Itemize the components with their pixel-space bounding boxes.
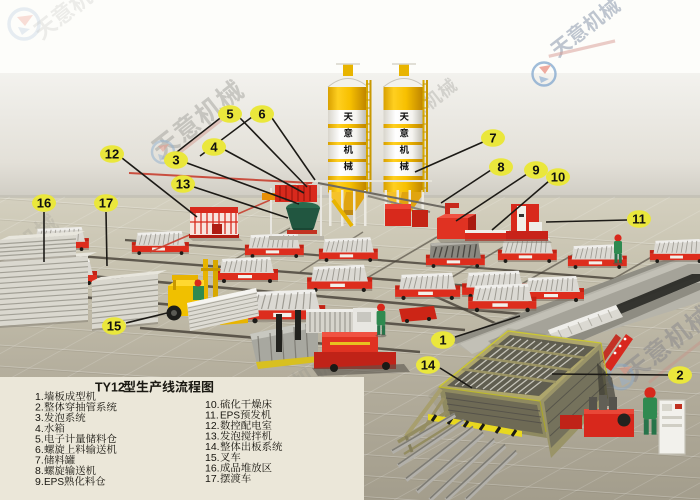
svg-text:13.: 13.	[205, 431, 220, 443]
svg-text:14.: 14.	[205, 441, 220, 453]
svg-text:4.: 4.	[35, 423, 44, 435]
svg-text:1.: 1.	[35, 391, 44, 403]
svg-text:2.: 2.	[35, 402, 44, 414]
svg-text:16.: 16.	[205, 462, 220, 474]
svg-text:10.: 10.	[205, 399, 220, 411]
svg-text:9: 9	[532, 163, 539, 178]
svg-text:9.: 9.	[35, 476, 44, 488]
svg-text:8.: 8.	[35, 465, 44, 477]
svg-text:TY12: TY12	[95, 381, 125, 395]
svg-text:EPS: EPS	[220, 410, 240, 421]
svg-text:17: 17	[99, 196, 113, 211]
svg-text:15: 15	[107, 319, 121, 334]
svg-text:6.: 6.	[35, 444, 44, 456]
svg-text:3: 3	[172, 153, 179, 168]
svg-text:5.: 5.	[35, 433, 44, 445]
svg-text:17.: 17.	[205, 473, 220, 485]
svg-text:7: 7	[489, 131, 496, 146]
svg-text:10: 10	[551, 170, 565, 185]
svg-text:1: 1	[439, 333, 446, 348]
svg-text:EPS: EPS	[44, 477, 64, 488]
svg-text:11.: 11.	[205, 409, 219, 421]
svg-text:7.: 7.	[35, 455, 44, 467]
svg-text:15.: 15.	[205, 452, 220, 464]
svg-text:8: 8	[497, 160, 504, 175]
svg-text:6: 6	[258, 107, 265, 122]
svg-text:12: 12	[105, 147, 119, 162]
svg-text:3.: 3.	[35, 412, 44, 424]
svg-text:12.: 12.	[205, 420, 220, 432]
svg-text:4: 4	[210, 140, 218, 155]
svg-text:2: 2	[676, 368, 683, 383]
svg-text:5: 5	[226, 107, 233, 122]
svg-text:11: 11	[632, 212, 646, 227]
svg-text:14: 14	[421, 358, 436, 373]
svg-text:13: 13	[176, 177, 190, 192]
svg-text:16: 16	[37, 196, 51, 211]
